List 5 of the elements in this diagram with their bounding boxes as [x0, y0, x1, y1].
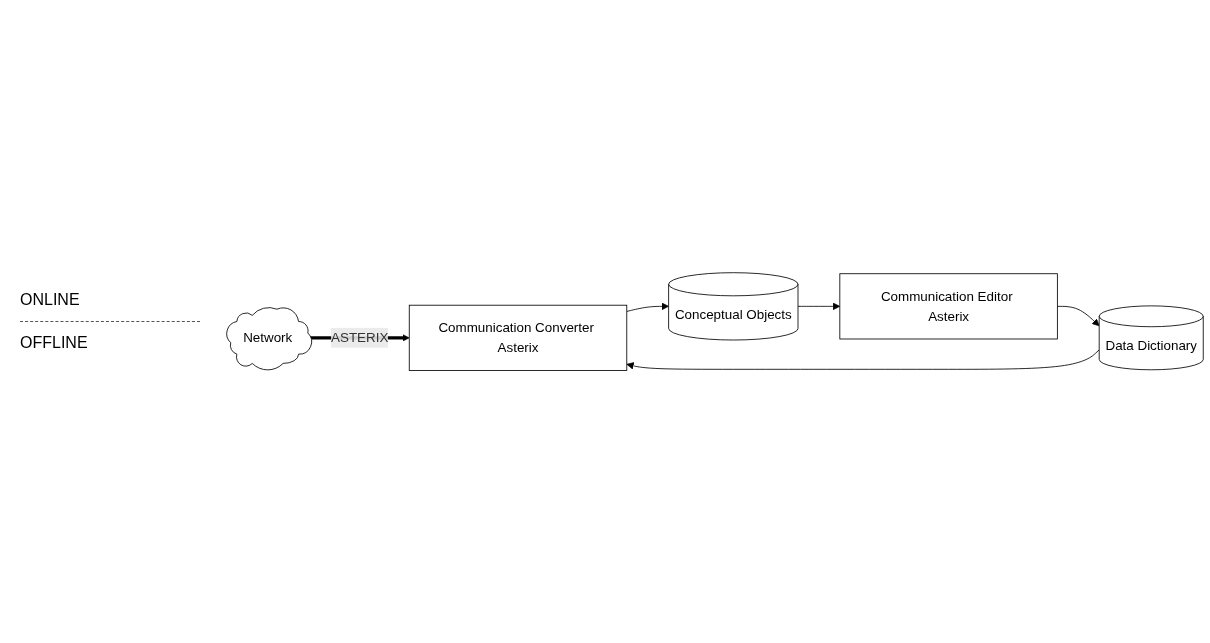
zone-label: ONLINE [20, 291, 80, 309]
node-box: Communication Editor Asterix [839, 273, 1058, 340]
edge-label: ASTERIX [331, 330, 389, 345]
node-box: Communication Converter Asterix [408, 304, 628, 371]
zone-label: OFFLINE [20, 334, 88, 352]
